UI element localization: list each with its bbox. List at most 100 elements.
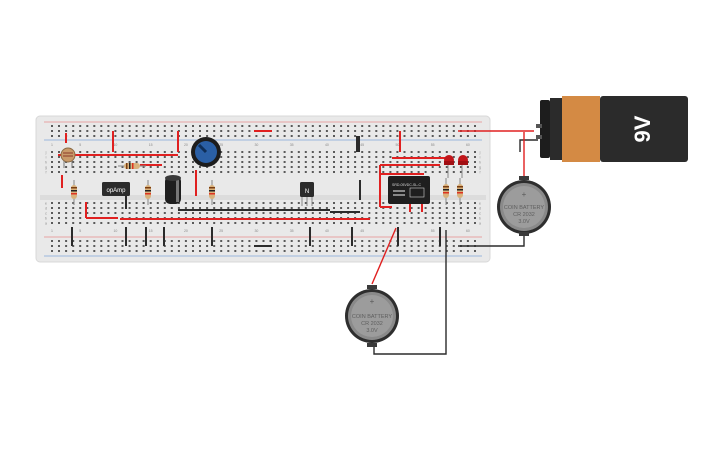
breadboard-hole[interactable]: [72, 250, 75, 252]
breadboard-hole[interactable]: [283, 212, 286, 214]
breadboard-hole[interactable]: [206, 166, 209, 168]
breadboard-hole[interactable]: [114, 207, 117, 209]
breadboard-hole[interactable]: [241, 130, 244, 132]
breadboard-hole[interactable]: [51, 240, 53, 242]
breadboard-hole[interactable]: [424, 222, 427, 224]
breadboard-hole[interactable]: [290, 212, 293, 214]
breadboard-hole[interactable]: [170, 240, 173, 242]
breadboard-hole[interactable]: [163, 250, 166, 252]
breadboard-hole[interactable]: [163, 130, 166, 132]
breadboard-hole[interactable]: [276, 202, 279, 204]
breadboard-hole[interactable]: [382, 135, 385, 137]
breadboard-hole[interactable]: [368, 161, 371, 163]
breadboard-hole[interactable]: [466, 240, 469, 242]
breadboard-hole[interactable]: [452, 245, 455, 247]
breadboard-hole[interactable]: [163, 207, 166, 209]
breadboard-hole[interactable]: [93, 161, 96, 163]
breadboard-hole[interactable]: [156, 240, 159, 242]
breadboard-hole[interactable]: [417, 212, 420, 214]
breadboard-hole[interactable]: [184, 161, 187, 163]
breadboard-hole[interactable]: [431, 130, 434, 132]
breadboard-hole[interactable]: [170, 156, 173, 158]
breadboard-hole[interactable]: [445, 222, 448, 224]
breadboard-hole[interactable]: [262, 135, 265, 137]
breadboard-hole[interactable]: [241, 212, 244, 214]
breadboard-hole[interactable]: [474, 151, 476, 153]
breadboard-hole[interactable]: [234, 212, 237, 214]
breadboard-hole[interactable]: [213, 135, 216, 137]
breadboard-hole[interactable]: [297, 245, 300, 247]
breadboard-hole[interactable]: [297, 125, 300, 127]
breadboard-hole[interactable]: [382, 151, 385, 153]
breadboard-hole[interactable]: [79, 207, 82, 209]
breadboard-hole[interactable]: [325, 161, 328, 163]
breadboard-hole[interactable]: [452, 250, 455, 252]
breadboard-hole[interactable]: [269, 222, 272, 224]
breadboard-hole[interactable]: [220, 156, 223, 158]
breadboard-hole[interactable]: [318, 240, 321, 242]
breadboard-hole[interactable]: [304, 207, 307, 209]
breadboard-hole[interactable]: [297, 212, 300, 214]
breadboard-hole[interactable]: [318, 171, 321, 173]
breadboard-hole[interactable]: [114, 240, 117, 242]
breadboard-hole[interactable]: [403, 151, 406, 153]
breadboard-hole[interactable]: [311, 151, 314, 153]
breadboard-hole[interactable]: [184, 130, 187, 132]
breadboard-hole[interactable]: [93, 212, 96, 214]
breadboard-hole[interactable]: [325, 130, 328, 132]
breadboard-hole[interactable]: [192, 171, 194, 173]
breadboard-hole[interactable]: [149, 202, 152, 204]
breadboard-hole[interactable]: [333, 130, 335, 132]
breadboard-hole[interactable]: [72, 130, 75, 132]
breadboard-hole[interactable]: [333, 125, 335, 127]
breadboard-hole[interactable]: [466, 135, 469, 137]
breadboard-hole[interactable]: [184, 207, 187, 209]
breadboard-hole[interactable]: [354, 240, 357, 242]
breadboard-hole[interactable]: [121, 222, 124, 224]
breadboard-hole[interactable]: [79, 156, 82, 158]
breadboard-hole[interactable]: [58, 156, 60, 158]
breadboard-hole[interactable]: [311, 125, 314, 127]
breadboard-hole[interactable]: [389, 130, 392, 132]
breadboard-hole[interactable]: [459, 240, 462, 242]
breadboard-hole[interactable]: [135, 245, 138, 247]
breadboard-hole[interactable]: [452, 135, 455, 137]
breadboard-hole[interactable]: [121, 245, 124, 247]
breadboard-hole[interactable]: [410, 135, 413, 137]
breadboard-hole[interactable]: [255, 202, 258, 204]
breadboard-hole[interactable]: [156, 135, 159, 137]
breadboard-hole[interactable]: [297, 171, 300, 173]
breadboard-hole[interactable]: [410, 161, 413, 163]
breadboard-hole[interactable]: [262, 250, 265, 252]
breadboard-hole[interactable]: [170, 161, 173, 163]
breadboard-hole[interactable]: [361, 151, 364, 153]
breadboard-hole[interactable]: [318, 212, 321, 214]
breadboard-hole[interactable]: [93, 250, 96, 252]
breadboard-hole[interactable]: [192, 212, 194, 214]
breadboard-hole[interactable]: [86, 156, 89, 158]
breadboard-hole[interactable]: [452, 240, 455, 242]
breadboard-hole[interactable]: [424, 240, 427, 242]
breadboard-hole[interactable]: [283, 171, 286, 173]
breadboard-hole[interactable]: [128, 250, 131, 252]
relay[interactable]: SRD-05VDC-SL-C: [388, 176, 430, 204]
breadboard-hole[interactable]: [361, 166, 364, 168]
breadboard-hole[interactable]: [276, 156, 279, 158]
breadboard-hole[interactable]: [100, 207, 103, 209]
breadboard-hole[interactable]: [248, 240, 251, 242]
breadboard-hole[interactable]: [177, 222, 180, 224]
breadboard-hole[interactable]: [403, 171, 406, 173]
resistor[interactable]: [71, 180, 77, 205]
breadboard-hole[interactable]: [163, 156, 166, 158]
breadboard-hole[interactable]: [65, 202, 68, 204]
breadboard-hole[interactable]: [459, 207, 462, 209]
breadboard-hole[interactable]: [234, 207, 237, 209]
breadboard-hole[interactable]: [199, 250, 201, 252]
breadboard-hole[interactable]: [206, 125, 209, 127]
breadboard-hole[interactable]: [86, 125, 89, 127]
breadboard-hole[interactable]: [466, 222, 469, 224]
breadboard-hole[interactable]: [290, 130, 293, 132]
breadboard-hole[interactable]: [333, 207, 335, 209]
breadboard-hole[interactable]: [206, 250, 209, 252]
breadboard-hole[interactable]: [79, 151, 82, 153]
